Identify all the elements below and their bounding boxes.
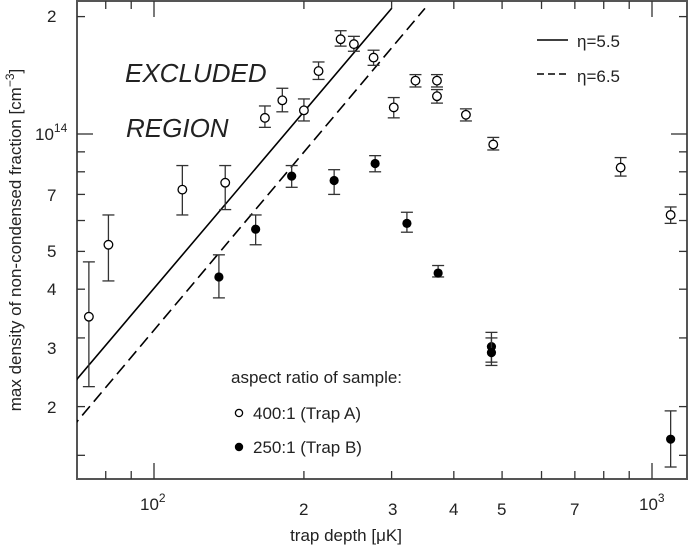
trap-a-point: [102, 214, 115, 282]
y-tick-4e13: 4: [47, 280, 56, 299]
eta-5-5-line: [77, 7, 393, 381]
axis-ticks: [77, 1, 687, 479]
y-axis-title: max density of non-condensed fraction [c…: [3, 69, 25, 412]
trap-b-point: [285, 164, 298, 188]
trap-a-point: [367, 49, 380, 66]
trap-a-point: [409, 73, 422, 88]
trap-b-point: [212, 254, 225, 299]
legend-eta-5-5: η=5.5: [577, 32, 620, 51]
trap-a-point: [334, 30, 347, 47]
samples-legend: aspect ratio of sample: 400:1 (Trap A) 2…: [231, 368, 402, 457]
trap-a-point: [487, 136, 500, 151]
y-tick-7e13: 7: [47, 186, 56, 205]
trap-a-point: [430, 88, 443, 104]
legend-trap-b: 250:1 (Trap B): [253, 438, 362, 457]
x-tick-500: 5: [497, 500, 506, 519]
trap-a-point: [614, 156, 627, 177]
x-tick-labels: 102 2 3 4 5 7 103: [140, 491, 665, 519]
y-tick-2e14: 2: [47, 7, 56, 26]
x-tick-100: 102: [140, 491, 166, 514]
x-tick-200: 2: [299, 500, 308, 519]
x-tick-700: 7: [570, 500, 579, 519]
trap-a-point: [258, 105, 271, 129]
y-tick-3e13: 3: [47, 339, 56, 358]
trap-b-point: [485, 337, 498, 367]
lines-legend: η=5.5 η=6.5: [537, 32, 620, 86]
open-circle-icon: [234, 408, 244, 418]
data-points: [82, 30, 677, 468]
y-tick-labels: 2 1014 7 5 4 3 2: [35, 7, 68, 417]
y-tick-5e13: 5: [47, 242, 56, 261]
trap-a-point: [430, 73, 443, 88]
x-tick-400: 4: [449, 500, 458, 519]
eta-6-5-line: [77, 7, 426, 423]
trap-b-point: [328, 169, 341, 196]
trap-a-point: [664, 206, 677, 225]
region-annotation: REGION: [126, 113, 229, 143]
filled-circle-icon: [234, 442, 244, 452]
legend-eta-6-5: η=6.5: [577, 67, 620, 86]
trap-a-point: [297, 98, 310, 122]
trap-a-point: [176, 164, 189, 216]
trap-b-point: [249, 214, 262, 246]
legend-trap-a: 400:1 (Trap A): [253, 404, 361, 423]
trap-a-point: [82, 261, 95, 388]
trap-a-point: [347, 35, 360, 52]
y-tick-1e14: 1014: [35, 121, 68, 144]
trap-b-point: [369, 155, 382, 173]
plot-frame: [76, 0, 688, 480]
trap-a-point: [312, 61, 325, 81]
trap-a-point: [276, 87, 289, 113]
trap-a-point: [219, 164, 232, 211]
x-tick-1000: 103: [639, 491, 665, 514]
trap-a-point: [459, 108, 472, 122]
trap-b-point: [664, 410, 677, 468]
excluded-annotation: EXCLUDED: [125, 58, 267, 88]
y-tick-2e13: 2: [47, 398, 56, 417]
trap-a-point: [387, 96, 400, 119]
trap-b-point: [432, 264, 445, 278]
x-axis-title: trap depth [μK]: [290, 526, 402, 545]
model-lines: [77, 7, 426, 423]
x-tick-300: 3: [388, 500, 397, 519]
legend-title: aspect ratio of sample:: [231, 368, 402, 387]
trap-b-point: [400, 211, 413, 233]
